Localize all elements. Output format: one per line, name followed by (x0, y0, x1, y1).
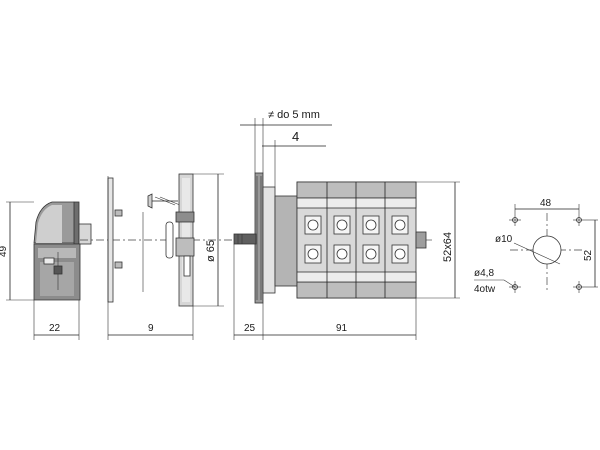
terminal-screw (307, 219, 319, 231)
front-plate (107, 177, 114, 303)
terminal-screw (394, 248, 406, 260)
mount-hole-br (573, 281, 585, 293)
dim-label-4otw: 4otw (474, 284, 496, 295)
switch-top-band (296, 181, 417, 199)
knob-highlight (36, 205, 62, 243)
terminal-screw (365, 248, 377, 260)
center-hole (532, 235, 562, 265)
panel-cutout-drawing: 48 52 ø10 ø4,8 4otw (474, 198, 598, 295)
switch-body-drawing: ≠ do 5 mm 4 25 91 52x64 (233, 109, 460, 340)
dim-label-49: 49 (0, 245, 9, 257)
front-plate-drawing: ø 65 9 (107, 173, 224, 340)
dim-label-4: 4 (292, 129, 299, 144)
spacer-bar (165, 221, 174, 259)
terminal-row-bottom (304, 244, 409, 264)
dim-label-phi48: ø4,8 (474, 268, 494, 279)
dim-label-25: 25 (244, 323, 256, 334)
terminal-screw (394, 219, 406, 231)
dim-label-9: 9 (148, 323, 154, 334)
knob-drawing: 49 22 (0, 201, 300, 340)
knob-stub (78, 223, 92, 245)
terminal-screw (365, 219, 377, 231)
end-nut (415, 231, 427, 249)
terminal-screw (307, 248, 319, 260)
terminal-row-top (304, 215, 409, 235)
knob-slot (43, 257, 55, 265)
knob-nut (53, 265, 63, 275)
dim-label-22: 22 (49, 323, 61, 334)
dim-label-phi10: ø10 (495, 234, 513, 245)
dim-label-phi65: ø 65 (205, 240, 217, 262)
shaft (233, 233, 257, 245)
knob-base-band (38, 248, 76, 258)
plate-pin-top (114, 209, 123, 217)
mount-hole-tl (509, 214, 521, 226)
dim-label-52: 52 (583, 249, 594, 261)
leader-phi48 (503, 279, 516, 288)
dim-label-91: 91 (336, 323, 348, 334)
dim-label-52x64: 52x64 (442, 232, 454, 262)
dim-label-48: 48 (540, 198, 552, 209)
terminal-screw (336, 219, 348, 231)
screw-head (147, 193, 153, 209)
mount-hole-tr (573, 214, 585, 226)
dim-label-gap: ≠ do 5 mm (268, 109, 320, 121)
flange (274, 195, 298, 287)
plate-pin-bottom (114, 261, 123, 269)
switch-bottom-band (296, 281, 417, 299)
terminal-screw (336, 248, 348, 260)
leader-phi10 (513, 242, 561, 265)
plate-clamp-mid (175, 237, 195, 257)
knob-edge (73, 201, 80, 245)
plate-clamp-top (175, 211, 195, 223)
panel-gasket (262, 186, 276, 294)
